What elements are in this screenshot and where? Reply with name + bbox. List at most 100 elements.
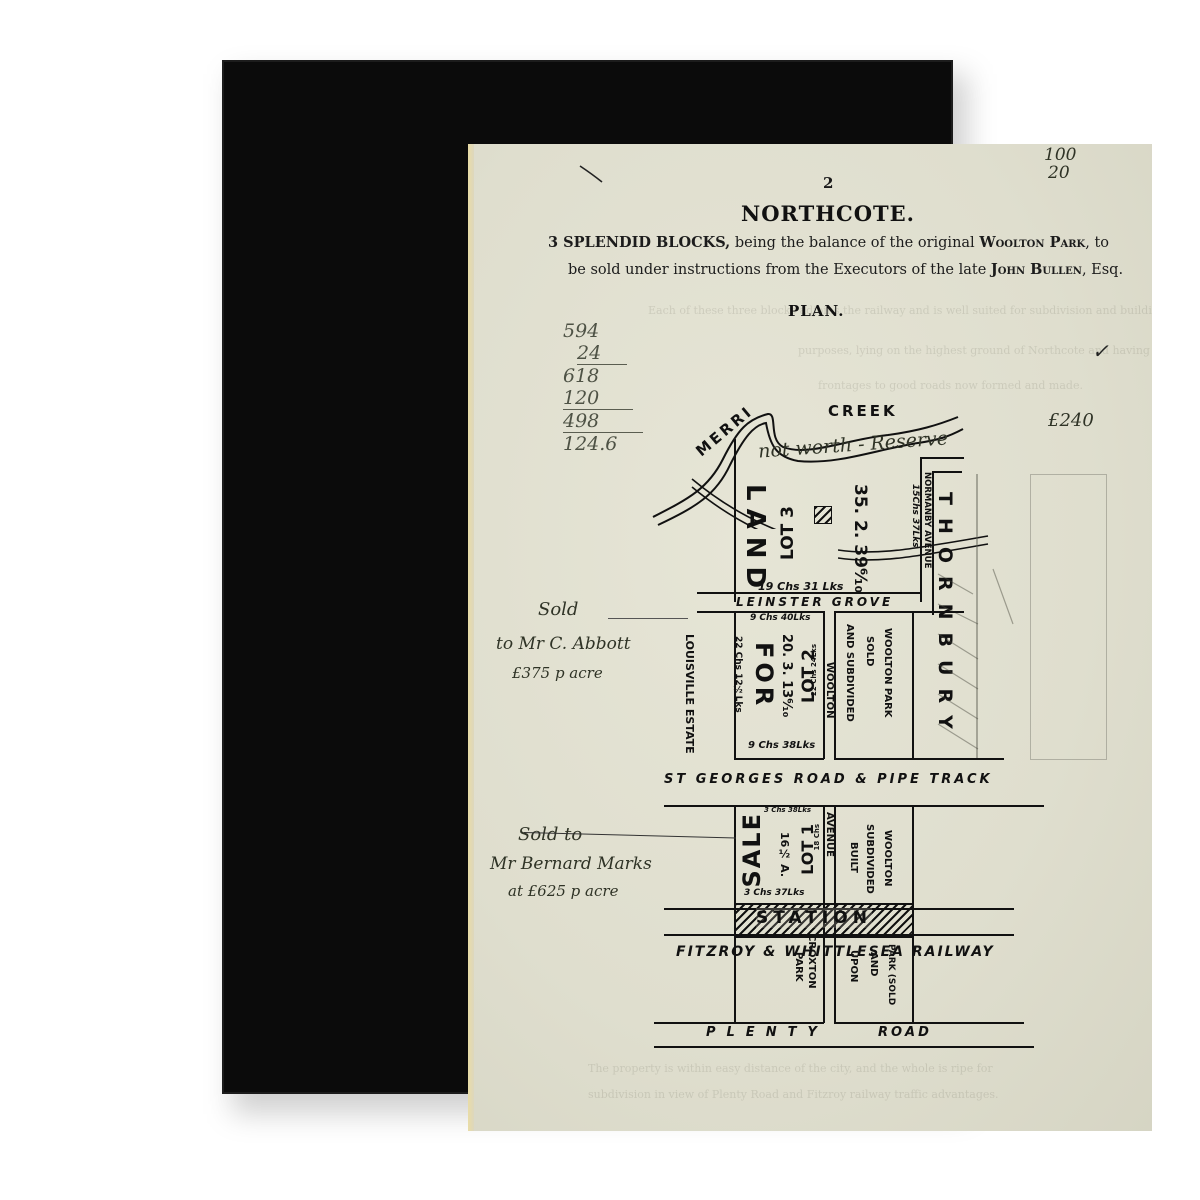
bleed-text: purposes, lying on the highest ground of… <box>798 344 1150 357</box>
lot3-area: 35. 2. 39⁶⁄₁₀ <box>850 484 870 594</box>
leinster-grove-bottom-left <box>697 611 825 613</box>
creek-label-creek: CREEK <box>828 402 898 420</box>
woolton-park-sold-label: AND SUBDIVIDED <box>842 624 857 722</box>
lot2-area: 20. 3. 13⁶⁄₁₀ <box>779 634 794 718</box>
woolton-park-bottom <box>834 758 1004 760</box>
subtitle-john-bullen: John Bullen <box>990 261 1082 278</box>
lot1-top-dim: 3 Chs 38Lks <box>764 806 812 814</box>
paper-edge <box>468 144 474 1131</box>
sold-note-marks-1: Sold to <box>518 824 583 845</box>
document-page: Each of these three blocks adjoins the r… <box>468 144 1152 1131</box>
calc-value: 618 <box>563 365 600 387</box>
woolton-park-left <box>834 611 836 759</box>
lot2-bottom-dim: 9 Chs 38Lks <box>748 740 816 751</box>
plenty-road-label-2: ROAD <box>878 1025 932 1040</box>
merri-creek <box>652 413 964 529</box>
plenty-road-label-1: PLENTY <box>706 1025 828 1040</box>
calc-value: 120 <box>563 387 633 410</box>
st-georges-road-label: ST GEORGES ROAD & PIPE TRACK <box>664 772 993 787</box>
sold-note-abbott-2: to Mr C. Abbott <box>496 634 631 654</box>
woolton-built-label: WOOLTON <box>882 830 893 887</box>
normanby-dim: 15Chs 37Lks <box>910 484 920 548</box>
pencil-sketch-line <box>976 474 978 760</box>
woolton-built-label: BUILT <box>848 842 859 874</box>
croxton-park-label: CROXTON <box>806 934 817 989</box>
leinster-grove-bottom-right <box>834 611 964 613</box>
subtitle-blocks: 3 SPLENDID BLOCKS, <box>548 234 731 251</box>
sold-note-pointer <box>608 618 688 619</box>
lot1-bottom-dim: 3 Chs 37Lks <box>744 888 805 898</box>
woolton-park-sold-label: WOOLTON PARK <box>882 628 893 718</box>
woolton-park-right <box>912 611 914 759</box>
picture-frame: Each of these three blocks adjoins the r… <box>222 60 1152 1131</box>
normanby-right-line <box>932 471 934 615</box>
lot3-width-dim: 19 Chs 31 Lks <box>758 580 844 593</box>
calc-value: 24 <box>577 342 627 365</box>
plan-heading: PLAN. <box>788 302 845 320</box>
lot3-label: LOT 3 <box>778 506 798 561</box>
for-label: FOR <box>750 642 778 710</box>
lower-right-label: UPON <box>848 950 859 983</box>
pen-stroke-mark <box>579 165 603 183</box>
subtitle-text: , Esq. <box>1081 262 1124 278</box>
lot2-top-dim: 9 Chs 40Lks <box>750 613 811 623</box>
page-number: 2 <box>823 174 834 192</box>
lot2-right-boundary <box>823 611 825 759</box>
station-label: STATION <box>756 908 872 928</box>
lot2-inner-dim: 22 Chs 24Lks <box>810 644 818 696</box>
thornbury-top-line <box>932 471 962 473</box>
bleed-text: frontages to good roads now formed and m… <box>818 379 1083 392</box>
creek-tributary <box>838 535 989 561</box>
plenty-road-top-right <box>834 1022 1024 1024</box>
sold-note-abbott-1: Sold <box>538 599 579 620</box>
sold-note-marks-2: Mr Bernard Marks <box>490 854 652 874</box>
lot3-left-boundary <box>734 439 736 602</box>
bleed-text: Each of these three blocks adjoins the r… <box>648 304 1152 317</box>
normanby-top-line <box>920 457 964 459</box>
lot3-right-boundary <box>920 457 922 602</box>
sale-label: SALE <box>738 812 766 888</box>
page-title: NORTHCOTE. <box>741 201 915 226</box>
sold-note-abbott-3: £375 p acre <box>512 664 603 682</box>
woolton-built-label: SUBDIVIDED <box>864 824 875 894</box>
woolton-park-sold-label: SOLD <box>864 636 875 667</box>
thornbury-label: THORNBURY <box>934 492 956 742</box>
checkmark-icon: ✓ <box>1092 339 1109 363</box>
sold-line: AND SUBDIVIDED <box>844 624 855 722</box>
reserve-price: £240 <box>1048 410 1094 431</box>
louisville-estate-label: LOUISVILLE ESTATE <box>683 634 696 754</box>
lot1-side-dim: 18 Chs <box>813 824 821 851</box>
subtitle-line-2: be sold under instructions from the Exec… <box>568 261 1123 278</box>
corner-number: 20 <box>1048 163 1070 183</box>
sold-note-marks-3: at £625 p acre <box>508 882 619 900</box>
corner-note: 100 20 <box>1044 146 1076 182</box>
corner-number: 100 <box>1044 145 1077 165</box>
calc-value: 124.6 <box>563 433 618 455</box>
subtitle-text: , to <box>1085 235 1110 251</box>
subtitle-woolton-park: Woolton Park <box>979 234 1086 251</box>
woolton-strip-label: WOOLTON <box>824 662 835 719</box>
croxton-park-label: PARK <box>793 952 804 982</box>
calc-value: 498 <box>563 410 643 433</box>
homestead-marker <box>814 506 832 524</box>
leinster-grove-top <box>697 592 922 594</box>
subtitle-line-1: 3 SPLENDID BLOCKS, being the balance of … <box>548 234 1109 251</box>
plenty-road-bottom <box>654 1046 1034 1048</box>
pencil-sketch-box <box>1030 474 1107 760</box>
plenty-road-top-left <box>654 1022 824 1024</box>
lower-right-label: AND <box>868 952 879 977</box>
lot2-left-boundary <box>734 611 736 759</box>
subtitle-text: being the balance of the original <box>730 235 980 251</box>
normanby-avenue-label: NORMANBY AVENUE <box>922 472 932 569</box>
lower-right-label: PARK (SOLD <box>886 944 896 1006</box>
bleed-text: subdivision in view of Plenty Road and F… <box>588 1088 999 1101</box>
subtitle-text: be sold under instructions from the Exec… <box>568 262 991 278</box>
station-hatch <box>734 903 913 938</box>
margin-calculation: 594 24 618 120 498 124.6 <box>563 320 643 455</box>
land-label: LAND <box>740 484 770 597</box>
st-georges-road-line <box>664 805 1044 807</box>
pencil-scribble <box>937 568 1014 750</box>
lot2-side-dim: 22 Chs 12½Lks <box>733 636 743 713</box>
bleed-text: The property is within easy distance of … <box>588 1062 993 1075</box>
leinster-grove-label: LEINSTER GROVE <box>736 595 894 609</box>
